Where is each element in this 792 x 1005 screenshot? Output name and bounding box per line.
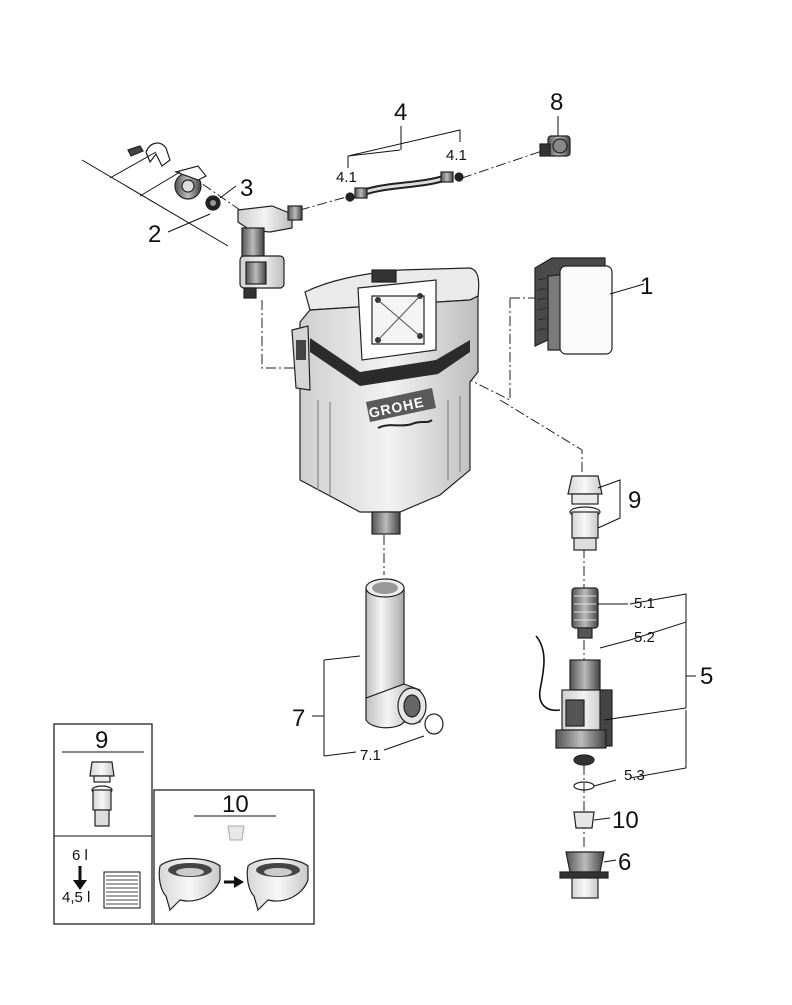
inset-panel-10: 10 (153, 789, 315, 925)
label-5: 5 (700, 663, 713, 690)
label-9: 9 (628, 487, 641, 514)
label-8: 8 (550, 89, 563, 116)
part-10-seal (573, 811, 595, 829)
inset-9-title: 9 (95, 727, 108, 754)
part-6-outlet (559, 851, 609, 899)
label-2: 2 (148, 221, 161, 248)
part-9-adapters (567, 475, 603, 551)
part-8-angle-valve (539, 135, 571, 157)
label-7-1: 7.1 (360, 747, 381, 764)
callout-labels: 1 2 3 4 4.1 4.1 8 9 5.1 5.2 5 5.3 10 6 7… (148, 89, 713, 876)
inset-9-setting-top: 6 l (72, 847, 88, 864)
part-4-hose (345, 171, 464, 202)
fill-valve (237, 205, 303, 299)
label-5-3: 5.3 (624, 767, 645, 784)
label-5-1: 5.1 (634, 595, 655, 612)
part-2-clip-assembly (127, 142, 207, 200)
label-4: 4 (394, 99, 407, 126)
inset-9-setting-bottom: 4,5 l (62, 889, 90, 906)
label-7: 7 (292, 705, 305, 732)
connection-lines (187, 149, 585, 850)
label-5-2: 5.2 (634, 629, 655, 646)
inset-10-title: 10 (222, 791, 249, 818)
inset-panel-9: 9 6 l 4,5 l (53, 723, 153, 925)
label-3: 3 (240, 175, 253, 202)
label-4-1-left: 4.1 (336, 169, 357, 186)
label-4-1-right: 4.1 (446, 147, 467, 164)
part-7-flush-pipe (365, 578, 444, 735)
label-6: 6 (618, 849, 631, 876)
leader-lines (81, 116, 696, 863)
part-1-access-box (534, 257, 613, 355)
cistern-tank: GROHE (291, 267, 480, 535)
label-10: 10 (612, 807, 639, 834)
part-3-washer (205, 195, 221, 211)
label-1: 1 (640, 273, 653, 300)
part-5-flush-valve (535, 587, 613, 791)
